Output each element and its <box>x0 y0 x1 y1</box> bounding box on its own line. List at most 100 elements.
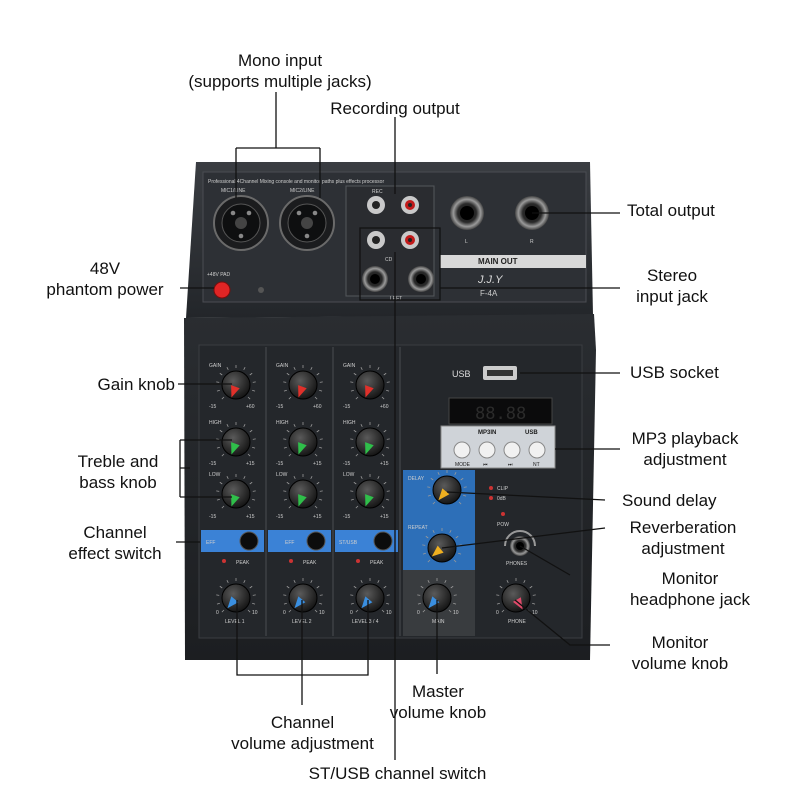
svg-text:0: 0 <box>417 610 420 616</box>
svg-text:USB: USB <box>525 430 538 436</box>
svg-text:MAIN: MAIN <box>432 619 445 625</box>
gain-knob <box>216 365 256 400</box>
main-out-label: MAIN OUT <box>478 257 518 266</box>
svg-text:+60: +60 <box>246 404 255 410</box>
usb-mp3-section: USB 88.88 MP3IN USB MODE ⏮ ⏭ NT <box>440 366 556 469</box>
svg-text:0: 0 <box>496 610 499 616</box>
treble-knob <box>216 422 256 457</box>
svg-text:PEAK: PEAK <box>370 560 384 566</box>
svg-text:0: 0 <box>350 610 353 616</box>
svg-text:CLIP: CLIP <box>497 486 509 492</box>
gain-knob <box>350 365 390 400</box>
svg-text:PEAK: PEAK <box>303 560 317 566</box>
svg-text:-15: -15 <box>276 514 283 520</box>
rca-section: REC CD LEFT <box>345 185 435 302</box>
svg-text:MODE: MODE <box>455 462 471 468</box>
mic2-combo-jack: MIC2/LINE <box>279 188 335 251</box>
svg-text:GAIN: GAIN <box>209 363 222 369</box>
mp3-display: 88.88 <box>475 404 526 424</box>
svg-text:LEVEL 1: LEVEL 1 <box>225 619 245 625</box>
svg-text:PHONE: PHONE <box>508 619 526 625</box>
svg-text:HIGH: HIGH <box>276 420 289 426</box>
svg-text:USB: USB <box>452 369 471 379</box>
svg-text:DELAY: DELAY <box>408 476 425 482</box>
phantom-power-button: +48V PAD <box>207 272 264 299</box>
switch-strip: EFF EFF ST/USB PEAK PEAK PEAK <box>201 530 398 566</box>
svg-text:GAIN: GAIN <box>276 363 289 369</box>
svg-text:HIGH: HIGH <box>209 420 222 426</box>
main-volume-knob <box>417 578 457 613</box>
svg-text:-15: -15 <box>209 461 216 467</box>
svg-text:+15: +15 <box>380 514 389 520</box>
svg-text:+60: +60 <box>313 404 322 410</box>
svg-text:POW: POW <box>497 522 509 528</box>
svg-text:LEFT: LEFT <box>390 296 402 302</box>
callout-usb-socket: USB socket <box>630 363 719 382</box>
svg-text:LOW: LOW <box>276 472 288 478</box>
svg-text:PHONES: PHONES <box>506 561 528 567</box>
treble-knob <box>283 422 323 457</box>
svg-text:PEAK: PEAK <box>236 560 250 566</box>
svg-text:+15: +15 <box>313 461 322 467</box>
svg-text:0: 0 <box>216 610 219 616</box>
channel-level-knob <box>350 578 390 613</box>
callout-recording-output: Recording output <box>330 99 460 118</box>
svg-text:+15: +15 <box>380 461 389 467</box>
svg-text:+60: +60 <box>380 404 389 410</box>
svg-text:EFF: EFF <box>206 540 215 546</box>
callout-gain-knob: Gain knob <box>97 375 176 394</box>
svg-text:-15: -15 <box>343 461 350 467</box>
svg-text:R: R <box>530 239 534 245</box>
callout-mono-input: Mono input(supports multiple jacks) <box>188 51 372 91</box>
svg-text:GAIN: GAIN <box>343 363 356 369</box>
svg-text:-15: -15 <box>209 514 216 520</box>
status-leds: CLIP 0dB POW <box>489 486 509 528</box>
svg-text:NT: NT <box>533 462 540 468</box>
svg-text:-15: -15 <box>343 514 350 520</box>
svg-text:MIC2/LINE: MIC2/LINE <box>290 188 315 194</box>
svg-text:10: 10 <box>386 610 392 616</box>
svg-text:10: 10 <box>532 610 538 616</box>
svg-text:⏭: ⏭ <box>508 462 513 468</box>
svg-text:+15: +15 <box>313 514 322 520</box>
svg-text:10: 10 <box>319 610 325 616</box>
svg-text:ST/USB: ST/USB <box>339 540 358 546</box>
phone-volume-knob <box>496 578 536 613</box>
delay-knob <box>427 470 467 505</box>
svg-text:EFF: EFF <box>285 540 294 546</box>
treble-knob <box>350 422 390 457</box>
svg-text:LOW: LOW <box>343 472 355 478</box>
model-label: F-4A <box>480 289 498 298</box>
svg-text:10: 10 <box>453 610 459 616</box>
bass-knob <box>283 474 323 509</box>
bass-knob <box>216 474 256 509</box>
channel-level-knob <box>283 578 323 613</box>
svg-text:LEVEL 3 / 4: LEVEL 3 / 4 <box>352 619 379 625</box>
callout-lines <box>176 92 620 760</box>
svg-text:L: L <box>465 239 468 245</box>
svg-text:0: 0 <box>283 610 286 616</box>
callout-st-usb-switch: ST/USB channel switch <box>308 764 487 783</box>
svg-text:LOW: LOW <box>209 472 221 478</box>
gain-knob <box>283 365 323 400</box>
panel-header-text: Professional 4Channel Mixing console and… <box>208 179 384 185</box>
svg-text:10: 10 <box>252 610 258 616</box>
svg-text:+15: +15 <box>246 461 255 467</box>
svg-text:MP3IN: MP3IN <box>478 430 496 436</box>
svg-text:-15: -15 <box>276 461 283 467</box>
svg-text:-15: -15 <box>276 404 283 410</box>
svg-text:HIGH: HIGH <box>343 420 356 426</box>
